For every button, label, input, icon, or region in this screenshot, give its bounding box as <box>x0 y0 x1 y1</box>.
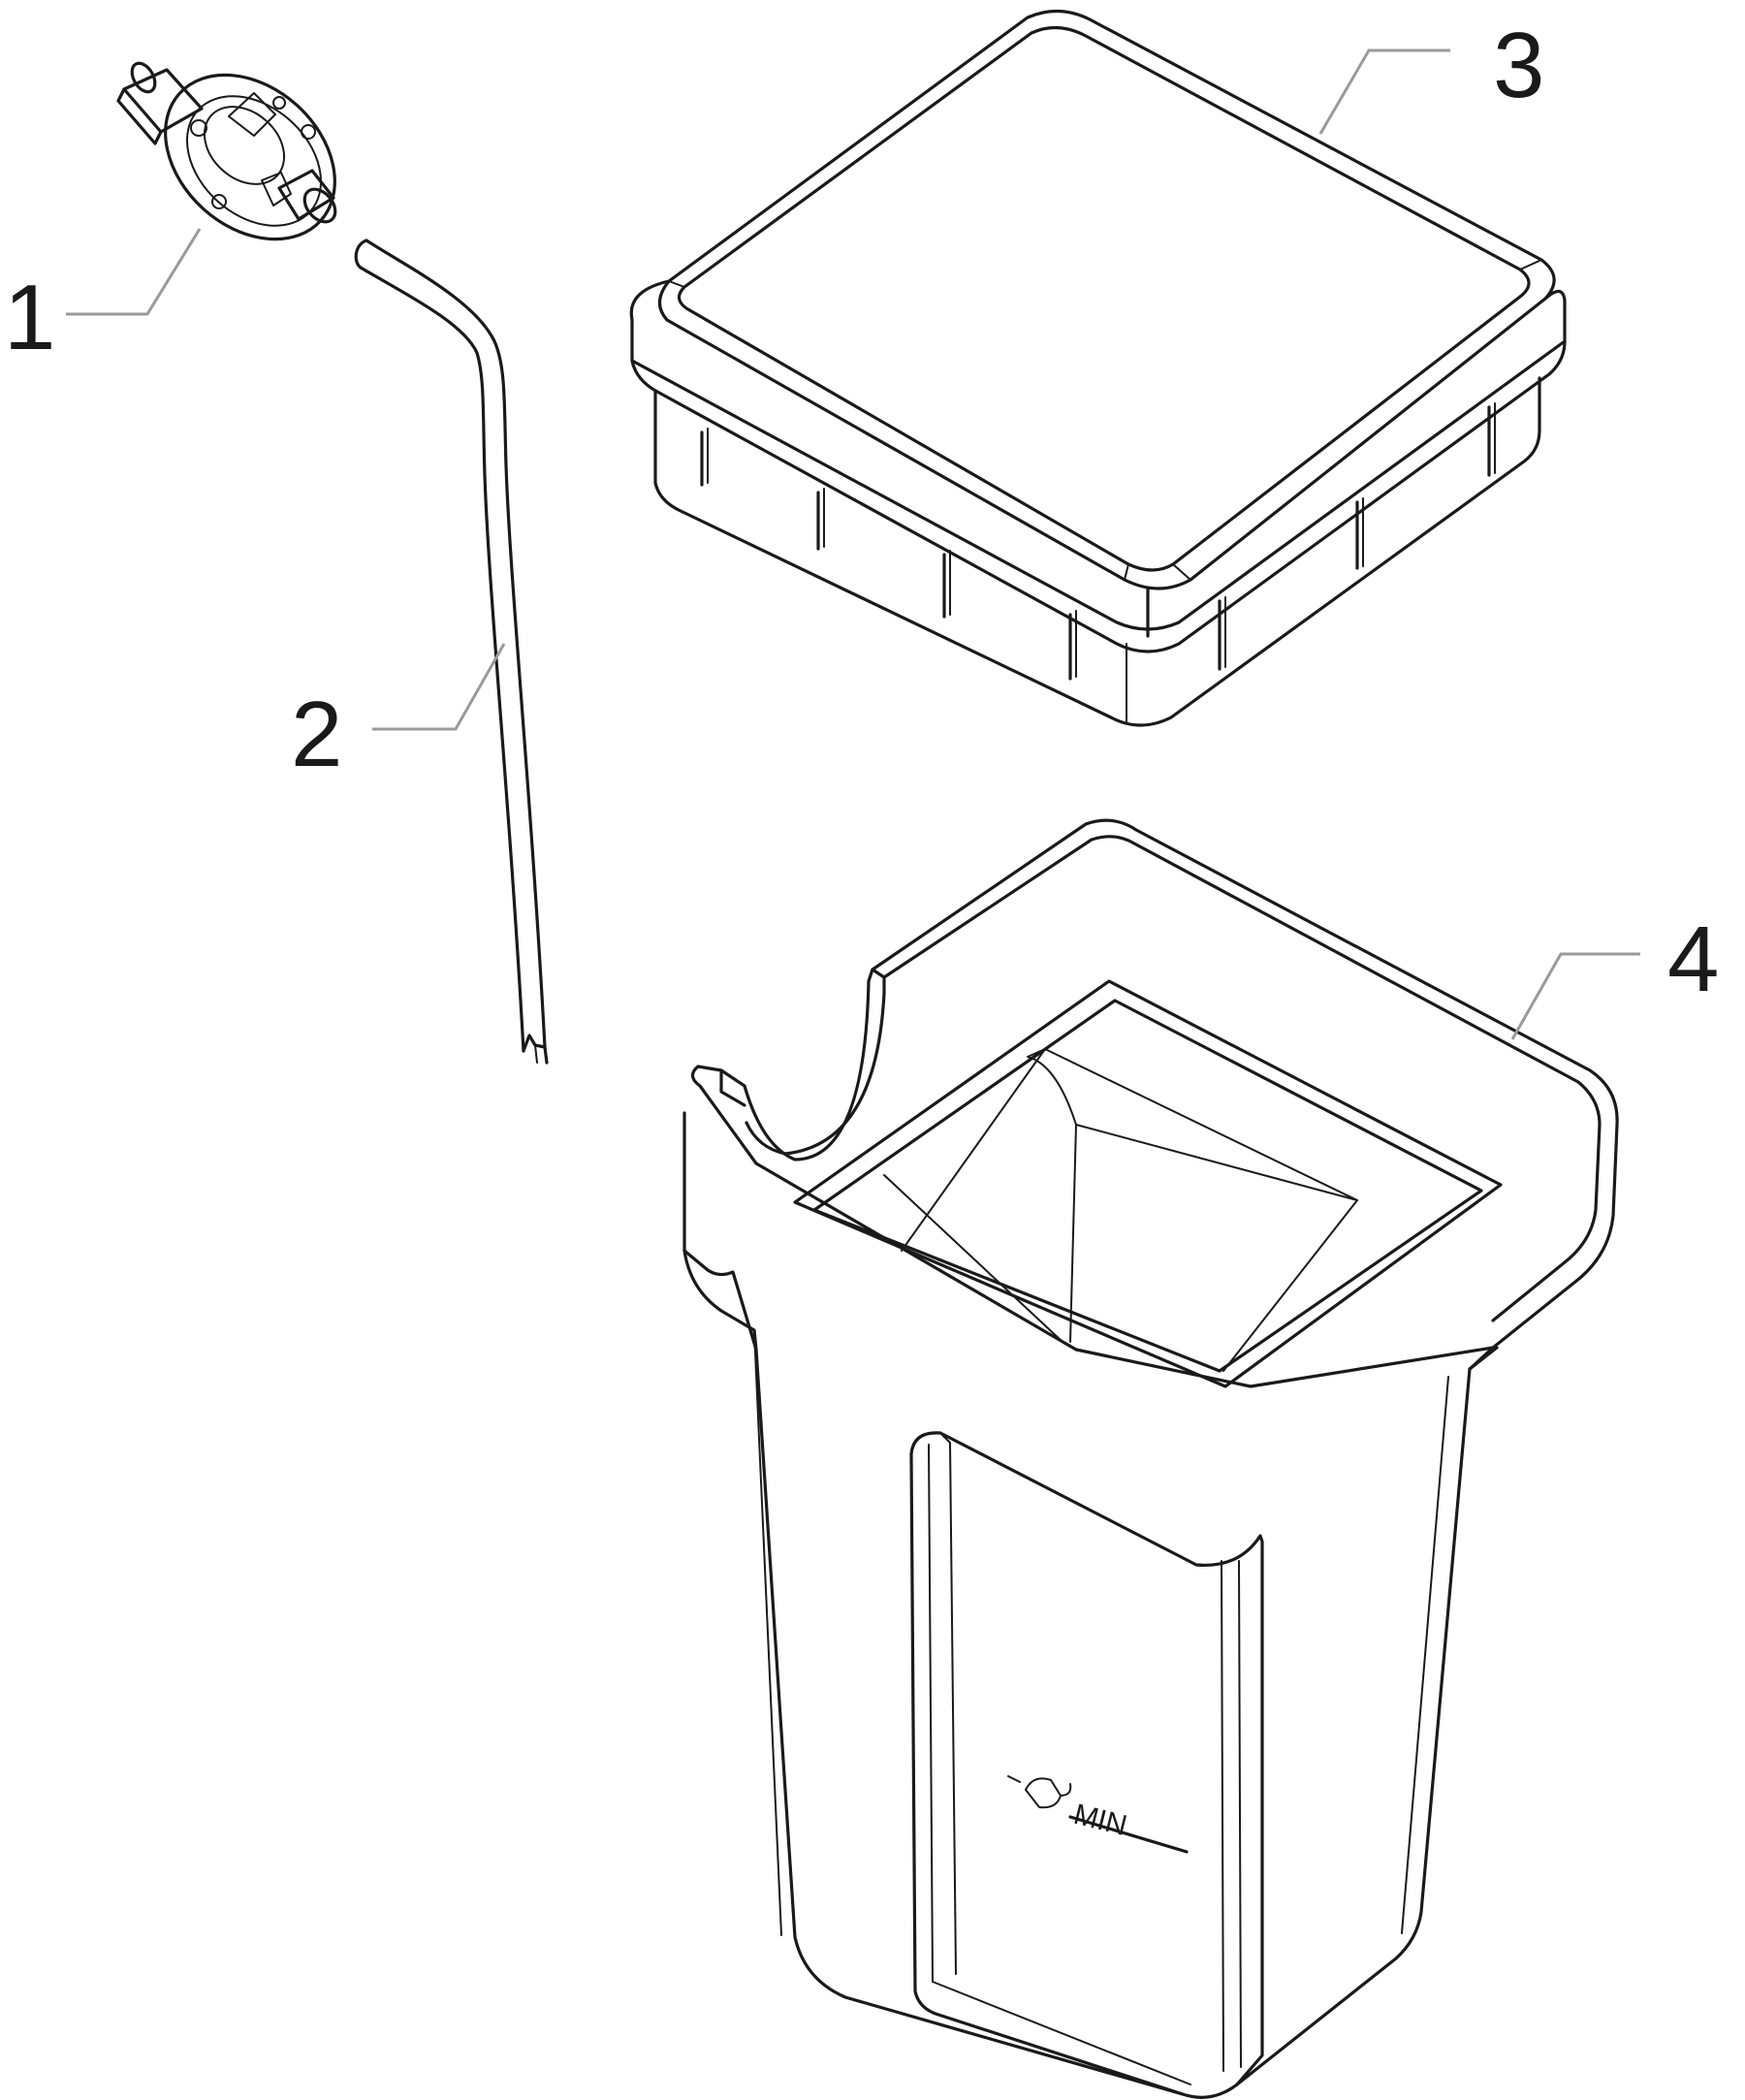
leader-2 <box>372 643 506 731</box>
callout-2: 2 <box>291 683 342 786</box>
part-tube <box>354 239 549 1065</box>
callout-3: 3 <box>1493 14 1544 117</box>
part-container: MIN <box>682 818 1619 2099</box>
leader-4 <box>1510 952 1640 1040</box>
callout-4: 4 <box>1667 907 1719 1011</box>
part-connector-valve <box>116 61 337 241</box>
part-lid <box>629 9 1567 727</box>
min-level-mark: MIN <box>1007 1775 1189 1854</box>
callout-1: 1 <box>4 266 55 369</box>
milk-jug-icon <box>1007 1775 1072 1809</box>
leader-3 <box>1318 48 1450 135</box>
leader-1 <box>66 228 202 316</box>
